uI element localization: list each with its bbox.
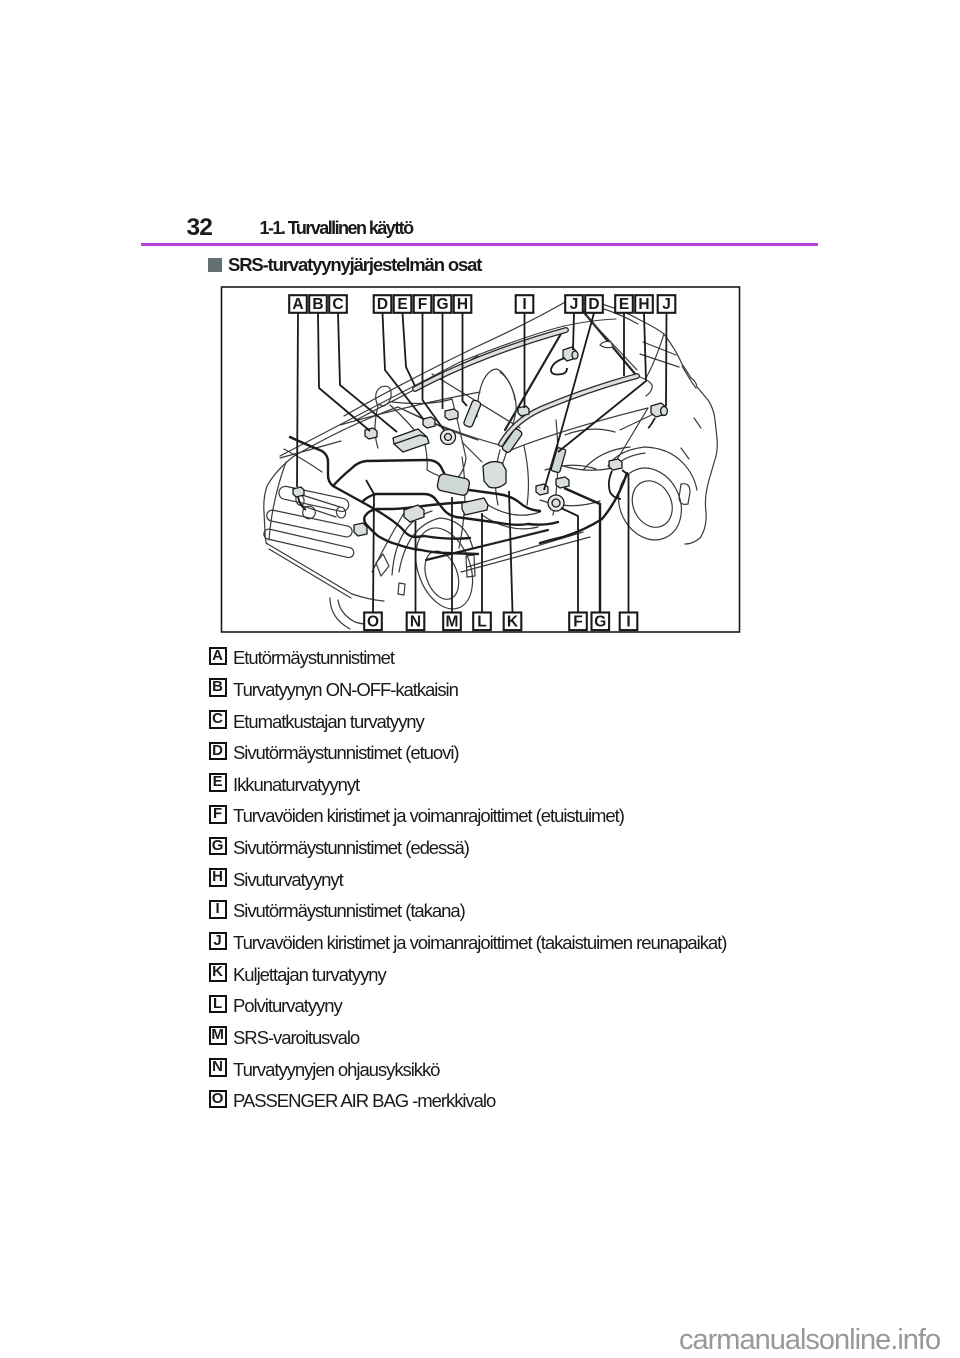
svg-text:J: J [662,296,671,313]
svg-text:E: E [619,296,629,313]
svg-text:D: D [588,296,599,313]
svg-text:B: B [312,296,323,313]
svg-text:F: F [573,614,582,631]
svg-text:O: O [367,614,379,631]
svg-text:N: N [410,614,421,631]
svg-text:I: I [522,296,526,313]
svg-text:E: E [397,296,407,313]
svg-text:J: J [570,296,579,313]
svg-text:K: K [507,614,519,631]
svg-text:C: C [332,296,343,313]
svg-text:G: G [594,614,606,631]
svg-text:A: A [292,296,303,313]
svg-text:D: D [377,296,388,313]
svg-text:I: I [626,614,630,631]
svg-text:L: L [477,614,486,631]
svg-text:H: H [638,296,649,313]
svg-text:G: G [436,296,448,313]
svg-text:H: H [457,296,468,313]
svg-text:F: F [418,296,427,313]
svg-text:M: M [446,614,459,631]
